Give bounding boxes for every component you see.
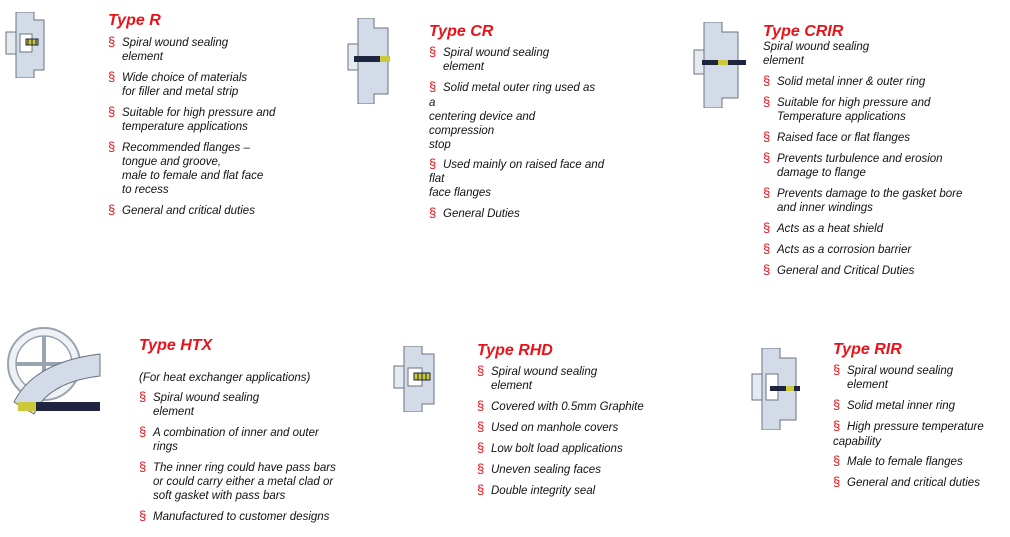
type-rhd-title: Type RHD <box>477 342 553 359</box>
type-cr-list-3: §General Duties <box>429 205 639 228</box>
type-crir-list: §Solid metal inner & outer ring §Suitabl… <box>763 73 1003 285</box>
list-item: §Spiral wound sealing element <box>429 44 550 74</box>
type-htx-gasket-illustration <box>7 327 101 415</box>
list-item: §General and critical duties <box>108 202 255 218</box>
type-cr-title: Type CR <box>429 23 494 40</box>
list-item: §Prevents damage to the gasket bore and … <box>763 185 963 215</box>
type-cr-flange-diagram <box>347 18 390 104</box>
type-rhd-flange-diagram <box>393 346 435 412</box>
type-cr-continuation-2: flat face flanges <box>429 173 492 199</box>
type-htx-list: §Spiral wound sealing element §A combina… <box>139 389 379 531</box>
list-item: §General and Critical Duties <box>763 262 915 278</box>
list-item: §Double integrity seal <box>477 482 596 498</box>
list-item: §Uneven sealing faces <box>477 461 601 477</box>
type-r-flange-diagram <box>5 12 45 78</box>
list-item: §Solid metal outer ring used as <box>429 79 596 95</box>
type-rir-title: Type RIR <box>833 341 902 358</box>
list-item: §Low bolt load applications <box>477 440 623 456</box>
list-item: §Male to female flanges <box>833 453 963 469</box>
list-item: §Suitable for high pressure and Temperat… <box>763 94 931 124</box>
list-item: §Used mainly on raised face and <box>429 156 605 172</box>
type-r-title: Type R <box>108 12 161 29</box>
list-item: §Covered with 0.5mm Graphite <box>477 398 644 414</box>
list-item: §General and critical duties <box>833 474 980 490</box>
list-item: §The inner ring could have pass bars or … <box>139 459 336 503</box>
list-item: §Suitable for high pressure and temperat… <box>108 104 276 134</box>
type-crir-title: Type CRIR <box>763 23 844 40</box>
list-item: §Acts as a heat shield <box>763 220 884 236</box>
type-rir-list: §Spiral wound sealing element §Solid met… <box>833 362 1008 434</box>
list-item: §Solid metal inner ring <box>833 397 956 413</box>
type-rir-continuation: capability <box>833 436 881 448</box>
list-item: §Manufactured to customer designs <box>139 508 330 524</box>
type-htx-title: Type HTX <box>139 337 213 354</box>
list-item: §High pressure temperature <box>833 418 984 434</box>
list-item: §Recommended flanges – tongue and groove… <box>108 139 264 197</box>
type-cr-continuation: a centering device and compression stop <box>429 97 536 151</box>
list-item: §A combination of inner and outer rings <box>139 424 319 454</box>
type-rhd-list: §Spiral wound sealing element §Covered w… <box>477 363 677 505</box>
list-item: §Spiral wound sealing element <box>477 363 598 393</box>
list-item: §Spiral wound sealing element <box>108 34 229 64</box>
list-item: §Solid metal inner & outer ring <box>763 73 926 89</box>
list-item: §Wide choice of materials for filler and… <box>108 69 248 99</box>
type-cr-list: §Spiral wound sealing element §Solid met… <box>429 44 639 95</box>
list-item: §Acts as a corrosion barrier <box>763 241 912 257</box>
list-item: §Prevents turbulence and erosion damage … <box>763 150 943 180</box>
type-r-list: §Spiral wound sealing element §Wide choi… <box>108 34 308 225</box>
type-rir-flange-diagram <box>751 348 800 430</box>
list-item: §Spiral wound sealing element <box>139 389 260 419</box>
type-crir-intro: Spiral wound sealing element <box>763 41 870 67</box>
type-cr-list-2: §Used mainly on raised face and <box>429 156 639 172</box>
list-item: §Spiral wound sealing element <box>833 362 954 392</box>
list-item: §Used on manhole covers <box>477 419 619 435</box>
type-crir-flange-diagram <box>693 22 746 108</box>
list-item: §General Duties <box>429 205 520 221</box>
type-rir-list-2: §Male to female flanges §General and cri… <box>833 453 1008 497</box>
list-item: §Raised face or flat flanges <box>763 129 910 145</box>
type-htx-intro: (For heat exchanger applications) <box>139 372 311 384</box>
